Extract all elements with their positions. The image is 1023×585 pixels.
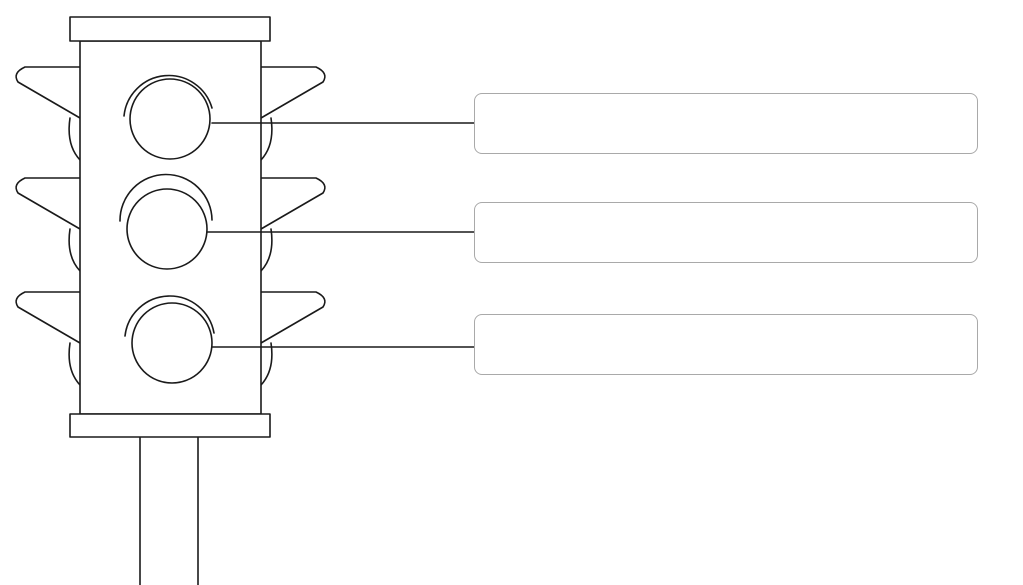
traffic-light-base (69, 413, 271, 438)
bottom-lamp (124, 295, 215, 384)
left-visors (15, 66, 81, 386)
traffic-light-top-cap (69, 16, 271, 42)
answer-box-middle-light[interactable] (474, 202, 978, 263)
top-lamp (123, 74, 213, 160)
leader-lines (206, 122, 475, 348)
answer-box-top-light[interactable] (474, 93, 978, 154)
right-visors (260, 66, 326, 386)
traffic-light-pole (139, 436, 199, 585)
answer-box-bottom-light[interactable] (474, 314, 978, 375)
middle-lamp (119, 173, 213, 270)
